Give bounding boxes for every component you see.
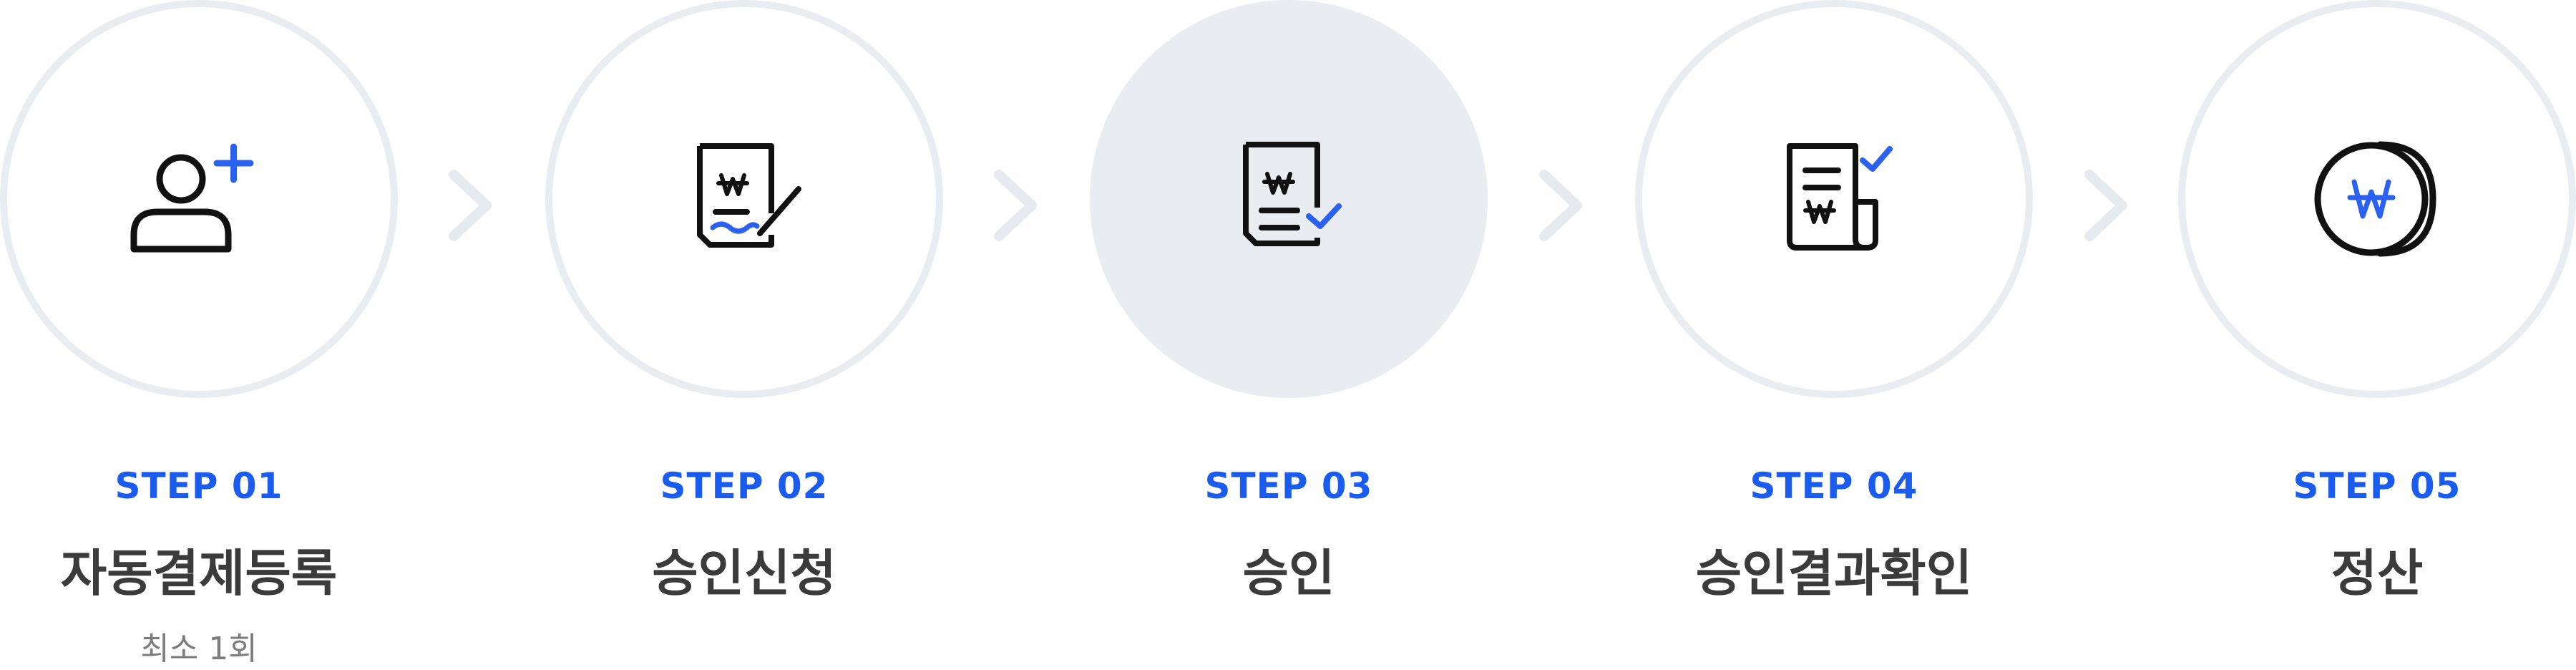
coin-won-icon — [2314, 141, 2436, 257]
chevron-right-icon — [1539, 170, 1582, 241]
step-3-circle — [1090, 0, 1488, 398]
step-1-note: 최소 1회 — [140, 631, 258, 667]
step-5: STEP 05 정산 — [2178, 0, 2576, 670]
step-1-title: 자동결제등록 — [60, 544, 338, 603]
step-2-number: STEP 02 — [660, 465, 829, 507]
receipt-check-icon — [1787, 143, 1893, 251]
step-2-title: 승인신청 — [652, 544, 836, 603]
user-add-icon — [130, 143, 254, 253]
step-5-title: 정산 — [2331, 544, 2424, 603]
step-5-number: STEP 05 — [2293, 465, 2462, 507]
step-4-number: STEP 04 — [1750, 465, 1918, 507]
chevron-right-icon — [2084, 170, 2127, 241]
chevron-right-icon — [994, 170, 1037, 241]
step-2-circle — [545, 0, 943, 398]
step-4: STEP 04 승인결과확인 — [1635, 0, 2033, 670]
step-3-title: 승인 — [1242, 544, 1335, 603]
step-1: STEP 01 자동결제등록 최소 1회 — [0, 0, 398, 670]
step-3: STEP 03 승인 — [1090, 0, 1488, 670]
step-4-circle — [1635, 0, 2033, 398]
step-2: STEP 02 승인신청 — [545, 0, 943, 670]
step-3-number: STEP 03 — [1204, 465, 1373, 507]
chevron-right-icon — [449, 170, 492, 241]
document-check-icon — [1243, 142, 1342, 246]
document-sign-icon — [697, 143, 801, 248]
step-5-circle — [2178, 0, 2576, 398]
step-4-title: 승인결과확인 — [1695, 544, 1973, 603]
step-1-number: STEP 01 — [114, 465, 283, 507]
step-1-circle — [0, 0, 398, 398]
